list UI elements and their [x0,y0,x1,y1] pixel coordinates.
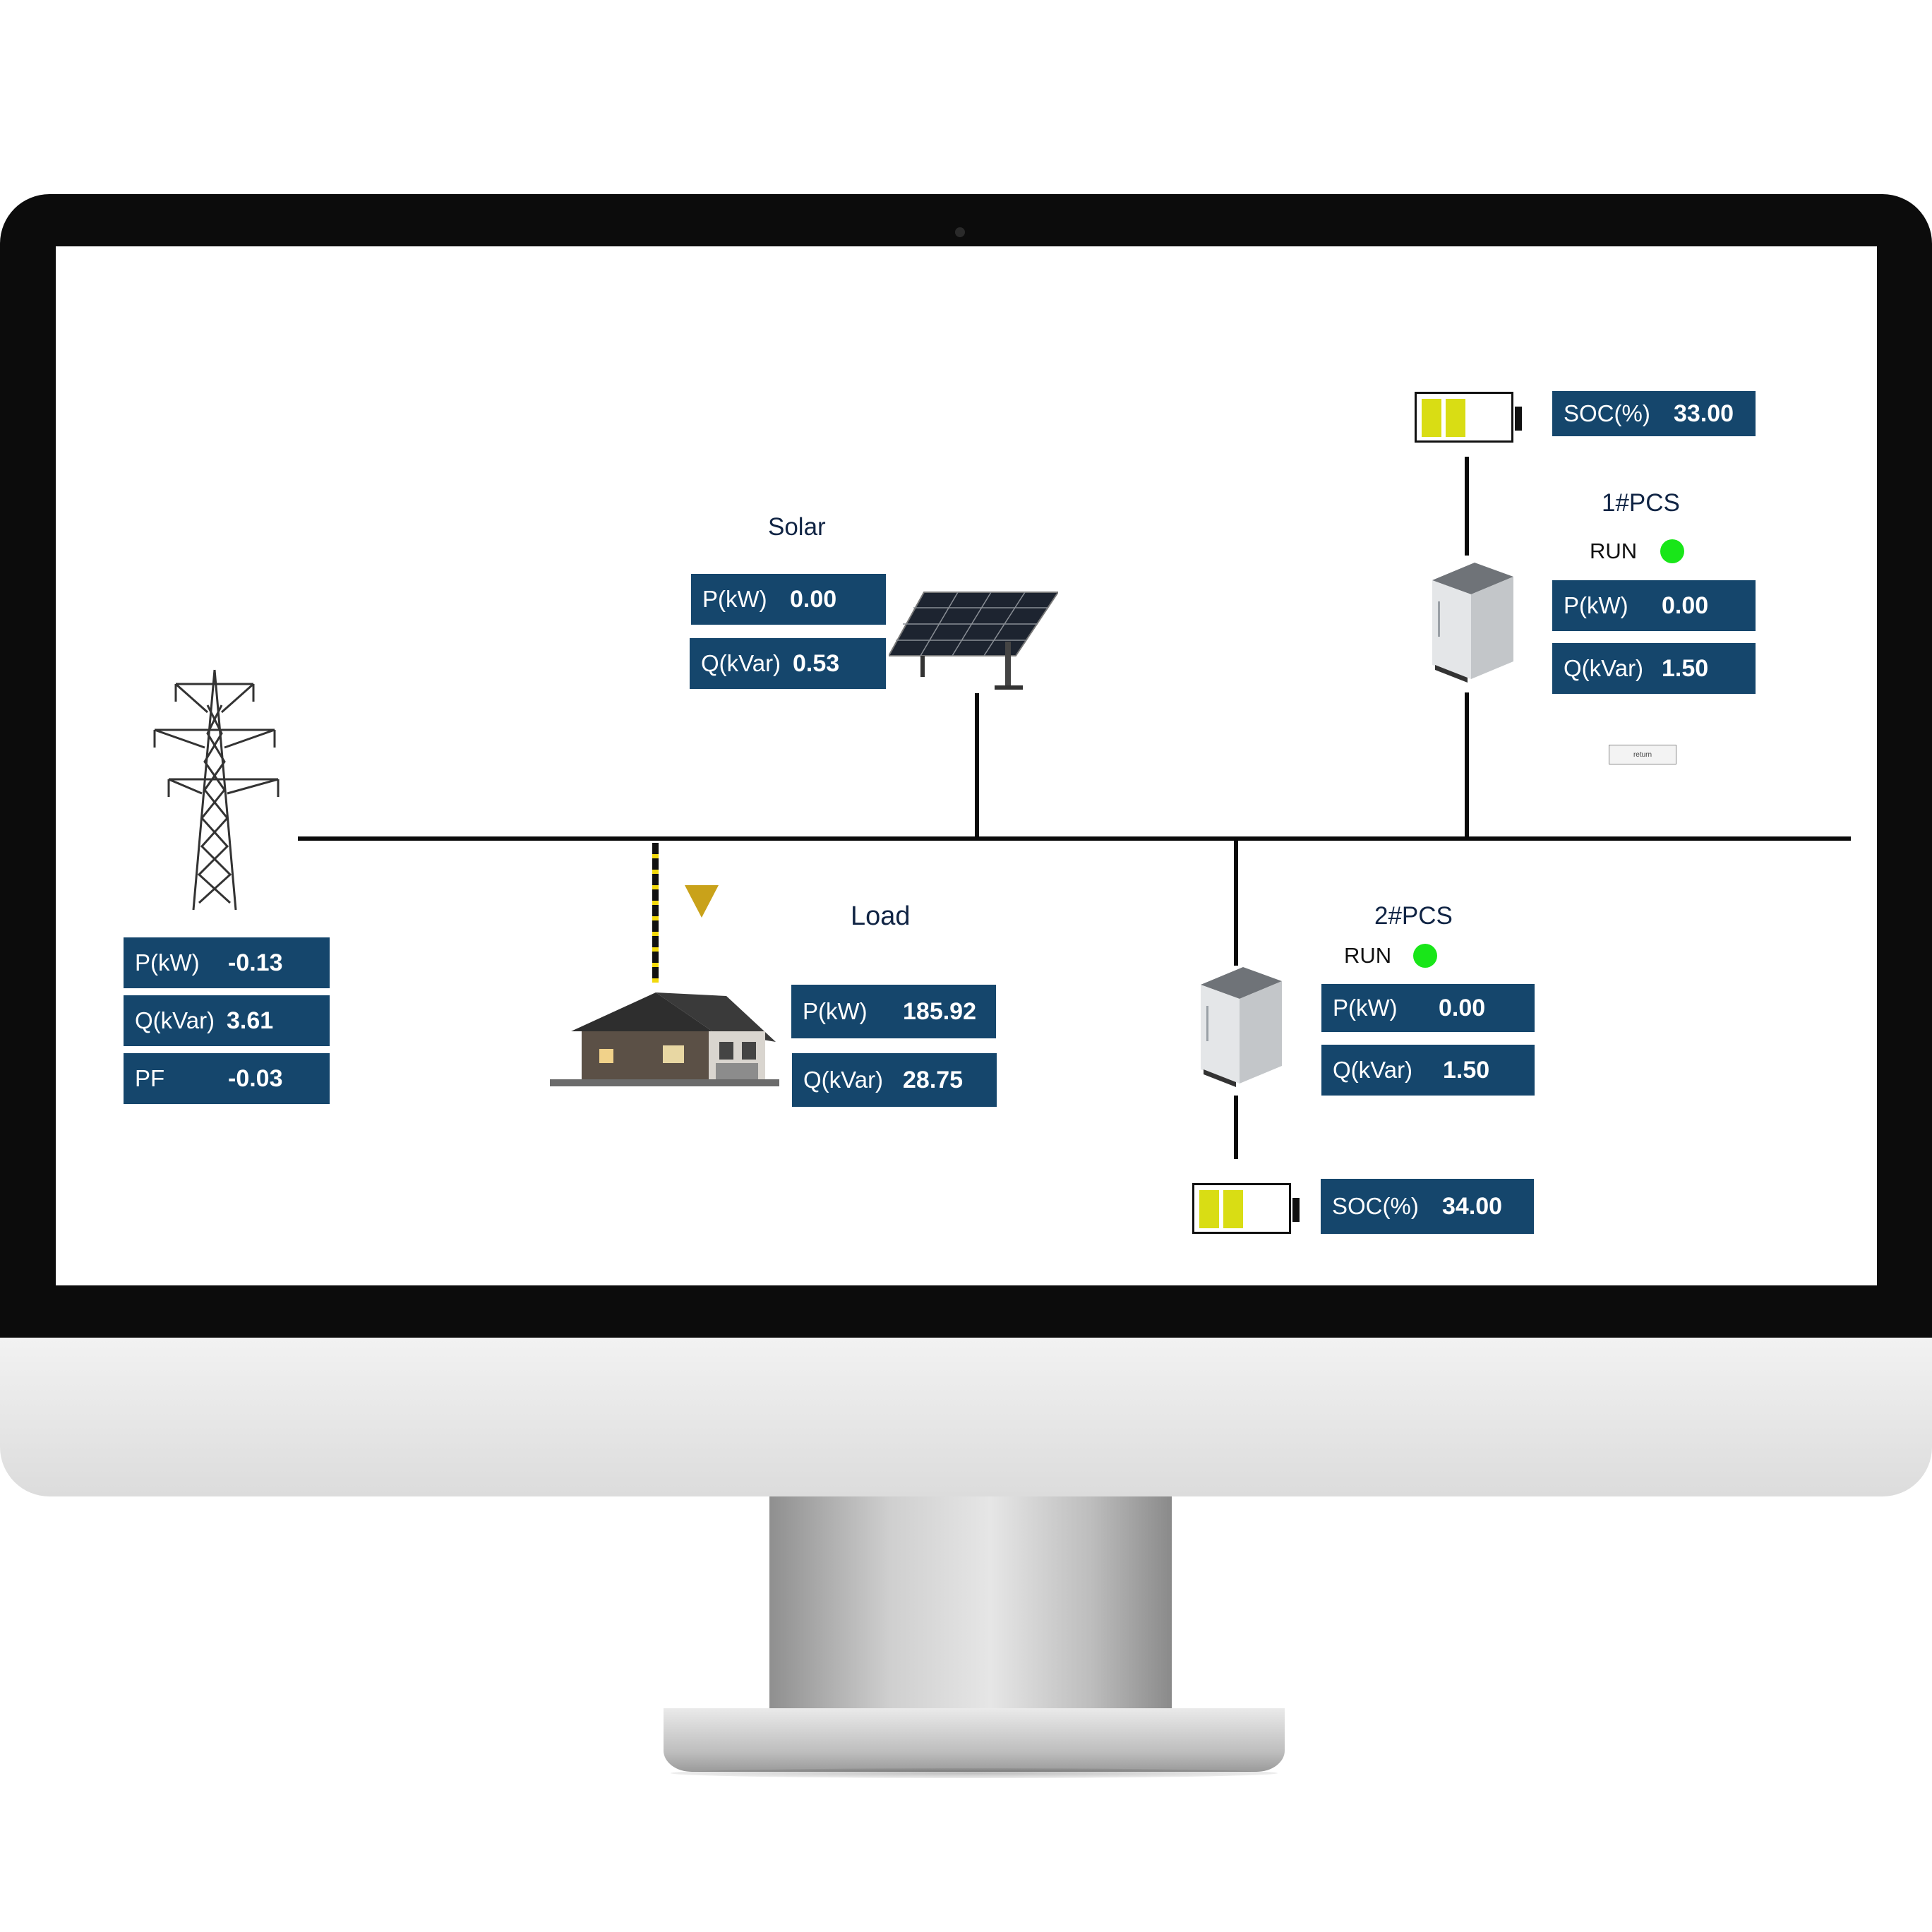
grid-q-label: Q(kVar) [135,1007,215,1033]
grid-q-box: Q(kVar) 3.61 [124,995,330,1046]
pcs1-status-indicator [1660,539,1684,563]
monitor-stand-base [664,1708,1285,1772]
pcs2-p-label: P(kW) [1333,995,1398,1021]
load-feeder-line [652,843,659,983]
pcs2-q-box: Q(kVar) 1.50 [1321,1045,1535,1096]
solar-title: Solar [768,513,826,541]
return-button[interactable]: return [1609,745,1676,764]
pcs1-battery-line [1465,457,1469,556]
pcs1-battery-icon [1415,392,1522,443]
pcs2-soc-label: SOC(%) [1332,1193,1419,1219]
pcs1-q-box: Q(kVar) 1.50 [1552,643,1756,694]
load-q-label: Q(kVar) [803,1067,884,1093]
pcs2-title: 2#PCS [1374,902,1453,930]
load-p-box: P(kW) 185.92 [791,985,996,1038]
house-icon [550,992,779,1086]
pcs2-battery-line [1234,1096,1238,1159]
solar-q-label: Q(kVar) [701,650,781,676]
pcs2-p-box: P(kW) 0.00 [1321,984,1535,1032]
solar-panel-icon [889,592,1058,690]
monitor-chin [0,1338,1932,1496]
grid-p-value: -0.13 [228,949,283,976]
load-p-label: P(kW) [803,998,868,1024]
pcs2-soc-value: 34.00 [1442,1192,1503,1220]
solar-p-label: P(kW) [702,586,767,612]
solar-p-box: P(kW) 0.00 [691,574,886,625]
triangle-down-icon [685,885,719,918]
load-q-box: Q(kVar) 28.75 [792,1053,997,1107]
pcs1-p-label: P(kW) [1564,592,1628,618]
solar-feeder-line [975,693,979,839]
pcs-cabinet-icon [1201,967,1282,1087]
grid-p-box: P(kW) -0.13 [124,937,330,988]
grid-p-label: P(kW) [135,949,200,976]
solar-q-box: Q(kVar) 0.53 [690,638,886,689]
load-p-value: 185.92 [903,997,976,1025]
pcs2-battery-icon [1192,1183,1300,1234]
grid-pf-label: PF [135,1065,165,1091]
solar-p-value: 0.00 [790,585,837,613]
pcs1-title: 1#PCS [1602,489,1680,517]
load-title: Load [851,901,911,931]
transmission-tower-icon [153,669,280,911]
pcs1-soc-box: SOC(%) 33.00 [1552,391,1756,436]
pcs1-feeder-line [1465,692,1469,839]
main-bus-bar [298,836,1851,841]
pcs1-soc-label: SOC(%) [1564,400,1650,426]
pcs1-p-box: P(kW) 0.00 [1552,580,1756,631]
pcs2-q-label: Q(kVar) [1333,1057,1413,1083]
pcs2-status-indicator [1413,944,1437,968]
pcs2-p-value: 0.00 [1439,994,1486,1021]
pcs1-soc-value: 33.00 [1674,400,1734,427]
pcs1-q-label: Q(kVar) [1564,655,1644,681]
solar-q-value: 0.53 [793,649,840,677]
grid-pf-box: PF -0.03 [124,1053,330,1104]
grid-q-value: 3.61 [227,1007,274,1034]
pcs1-p-value: 0.00 [1662,592,1709,619]
webcam [955,227,965,237]
pcs2-status-text: RUN [1344,943,1392,968]
pcs2-soc-box: SOC(%) 34.00 [1321,1179,1534,1234]
scada-screen: P(kW) -0.13 Q(kVar) 3.61 PF -0.03 Solar … [56,246,1877,1285]
pcs2-q-value: 1.50 [1443,1056,1490,1084]
grid-pf-value: -0.03 [228,1064,283,1092]
pcs-cabinet-icon [1432,563,1513,683]
load-q-value: 28.75 [903,1066,964,1093]
pcs1-q-value: 1.50 [1662,654,1709,682]
pcs2-feeder-line [1234,839,1238,966]
stand-shadow [671,1768,1278,1778]
monitor-stand-neck [769,1496,1172,1744]
pcs1-status-text: RUN [1590,539,1638,563]
